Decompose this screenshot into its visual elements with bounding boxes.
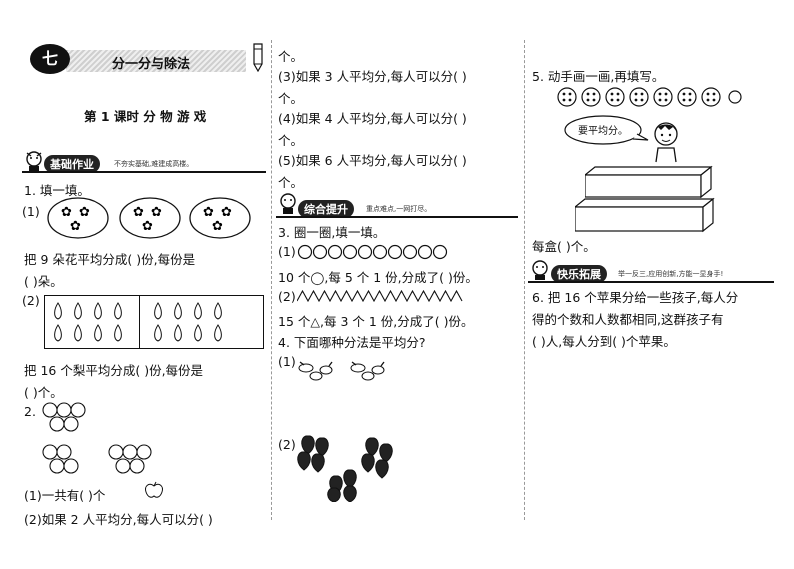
q2-line-1: 个。 <box>278 49 304 64</box>
pear-box-divider <box>139 295 140 349</box>
section-rule-happy <box>528 281 774 283</box>
triangle-row <box>297 290 463 302</box>
column-divider-left <box>271 40 272 520</box>
q1-1-text-a: 把 9 朵花平均分成( )份,每份是 <box>24 252 196 267</box>
q6-line-c: ( )人,每人分到( )个苹果。 <box>532 334 676 349</box>
svg-text:✿: ✿ <box>221 205 232 220</box>
pear-group-right <box>154 302 222 342</box>
mascot-icon-2 <box>280 193 296 214</box>
q1-2-label: (2) <box>22 293 40 308</box>
section-tag-happy: 快乐拓展 <box>551 265 607 283</box>
section-rule-basic <box>22 171 266 173</box>
header-band <box>66 50 246 72</box>
box-bottom <box>575 197 715 233</box>
apple-groups <box>42 402 152 474</box>
q1-2-text-b: ( )个。 <box>24 385 63 400</box>
q3-2-label: (2) <box>278 289 296 304</box>
q2-line-3: 个。 <box>278 91 304 106</box>
q4-title: 4. 下面哪种分法是平均分? <box>278 335 426 350</box>
unit-badge: 七 <box>30 44 70 74</box>
speech-bubble-text: 要平均分。 <box>578 126 628 137</box>
svg-text:✿: ✿ <box>151 205 162 220</box>
svg-text:✿: ✿ <box>212 219 223 234</box>
q1-1-text-b: ( )朵。 <box>24 274 63 289</box>
mascot-icon <box>26 151 42 171</box>
q3-2-text: 15 个△,每 3 个 1 份,分成了( )份。 <box>278 314 474 329</box>
q6-line-a: 6. 把 16 个苹果分给一些孩子,每人分 <box>532 290 739 305</box>
section-tag-basic: 基础作业 <box>44 155 100 173</box>
q6-line-b: 得的个数和人数都相同,这群孩子有 <box>532 312 724 327</box>
svg-text:✿: ✿ <box>133 205 144 220</box>
q1-2-text-a: 把 16 个梨平均分成( )份,每份是 <box>24 363 204 378</box>
q2-line-4: (4)如果 4 人平均分,每人可以分( ) <box>278 111 467 126</box>
lesson-title: 第 1 课时 分 物 游 戏 <box>84 109 207 124</box>
section-note-comprehensive: 重点难点,一网打尽。 <box>366 205 432 213</box>
section-note-happy: 举一反三,应用创新,方能一显身手! <box>618 270 724 278</box>
carrot-groups <box>298 361 385 381</box>
q1-1-label: (1) <box>22 204 40 219</box>
q4-2-label: (2) <box>278 437 296 452</box>
column-divider-right <box>524 40 525 520</box>
pencil-icon <box>253 43 263 72</box>
q1-title: 1. 填一填。 <box>24 183 90 198</box>
svg-text:✿: ✿ <box>79 205 90 220</box>
section-note-basic: 不夯实基础,难建成高楼。 <box>114 160 194 168</box>
flower-groups: ✿✿✿ ✿✿✿ ✿✿✿ <box>47 197 251 239</box>
svg-text:✿: ✿ <box>142 219 153 234</box>
q3-1-label: (1) <box>278 244 296 259</box>
unit-title: 分一分与除法 <box>112 57 191 72</box>
mascot-icon-3 <box>532 260 548 280</box>
q2-line-2: (3)如果 3 人平均分,每人可以分( ) <box>278 69 467 84</box>
q2-line-6: (5)如果 6 人平均分,每人可以分( ) <box>278 153 467 168</box>
q3-title: 3. 圈一圈,填一填。 <box>278 225 386 240</box>
boy-icon <box>654 122 678 163</box>
q5-title: 5. 动手画一画,再填写。 <box>532 69 665 84</box>
flower-group-1: ✿✿✿ <box>47 197 109 239</box>
q4-1-label: (1) <box>278 354 296 369</box>
q2-line-7: 个。 <box>278 175 304 190</box>
apple-icon <box>145 481 163 498</box>
speech-bubble <box>564 115 649 145</box>
pear-box <box>44 295 264 349</box>
q2-line-5: 个。 <box>278 133 304 148</box>
svg-text:✿: ✿ <box>70 219 81 234</box>
section-rule-comprehensive <box>276 216 518 218</box>
circle-row <box>297 244 448 260</box>
flower-group-2: ✿✿✿ <box>119 197 181 239</box>
svg-text:✿: ✿ <box>61 205 72 220</box>
q5-fill: 每盒( )个。 <box>532 239 596 254</box>
pear-group-left <box>54 302 122 342</box>
q2-2-text: (2)如果 2 人平均分,每人可以分( ) <box>24 512 213 527</box>
svg-text:✿: ✿ <box>203 205 214 220</box>
q3-1-text: 10 个◯,每 5 个 1 份,分成了( )份。 <box>278 270 478 285</box>
q2-label: 2. <box>24 404 36 419</box>
q2-1-text: (1)一共有( )个 <box>24 488 106 503</box>
flower-group-3: ✿✿✿ <box>189 197 251 239</box>
box-top <box>585 165 713 199</box>
buttons-row <box>557 87 742 107</box>
section-tag-comprehensive: 综合提升 <box>298 200 354 218</box>
strawberry-groups <box>297 435 393 502</box>
